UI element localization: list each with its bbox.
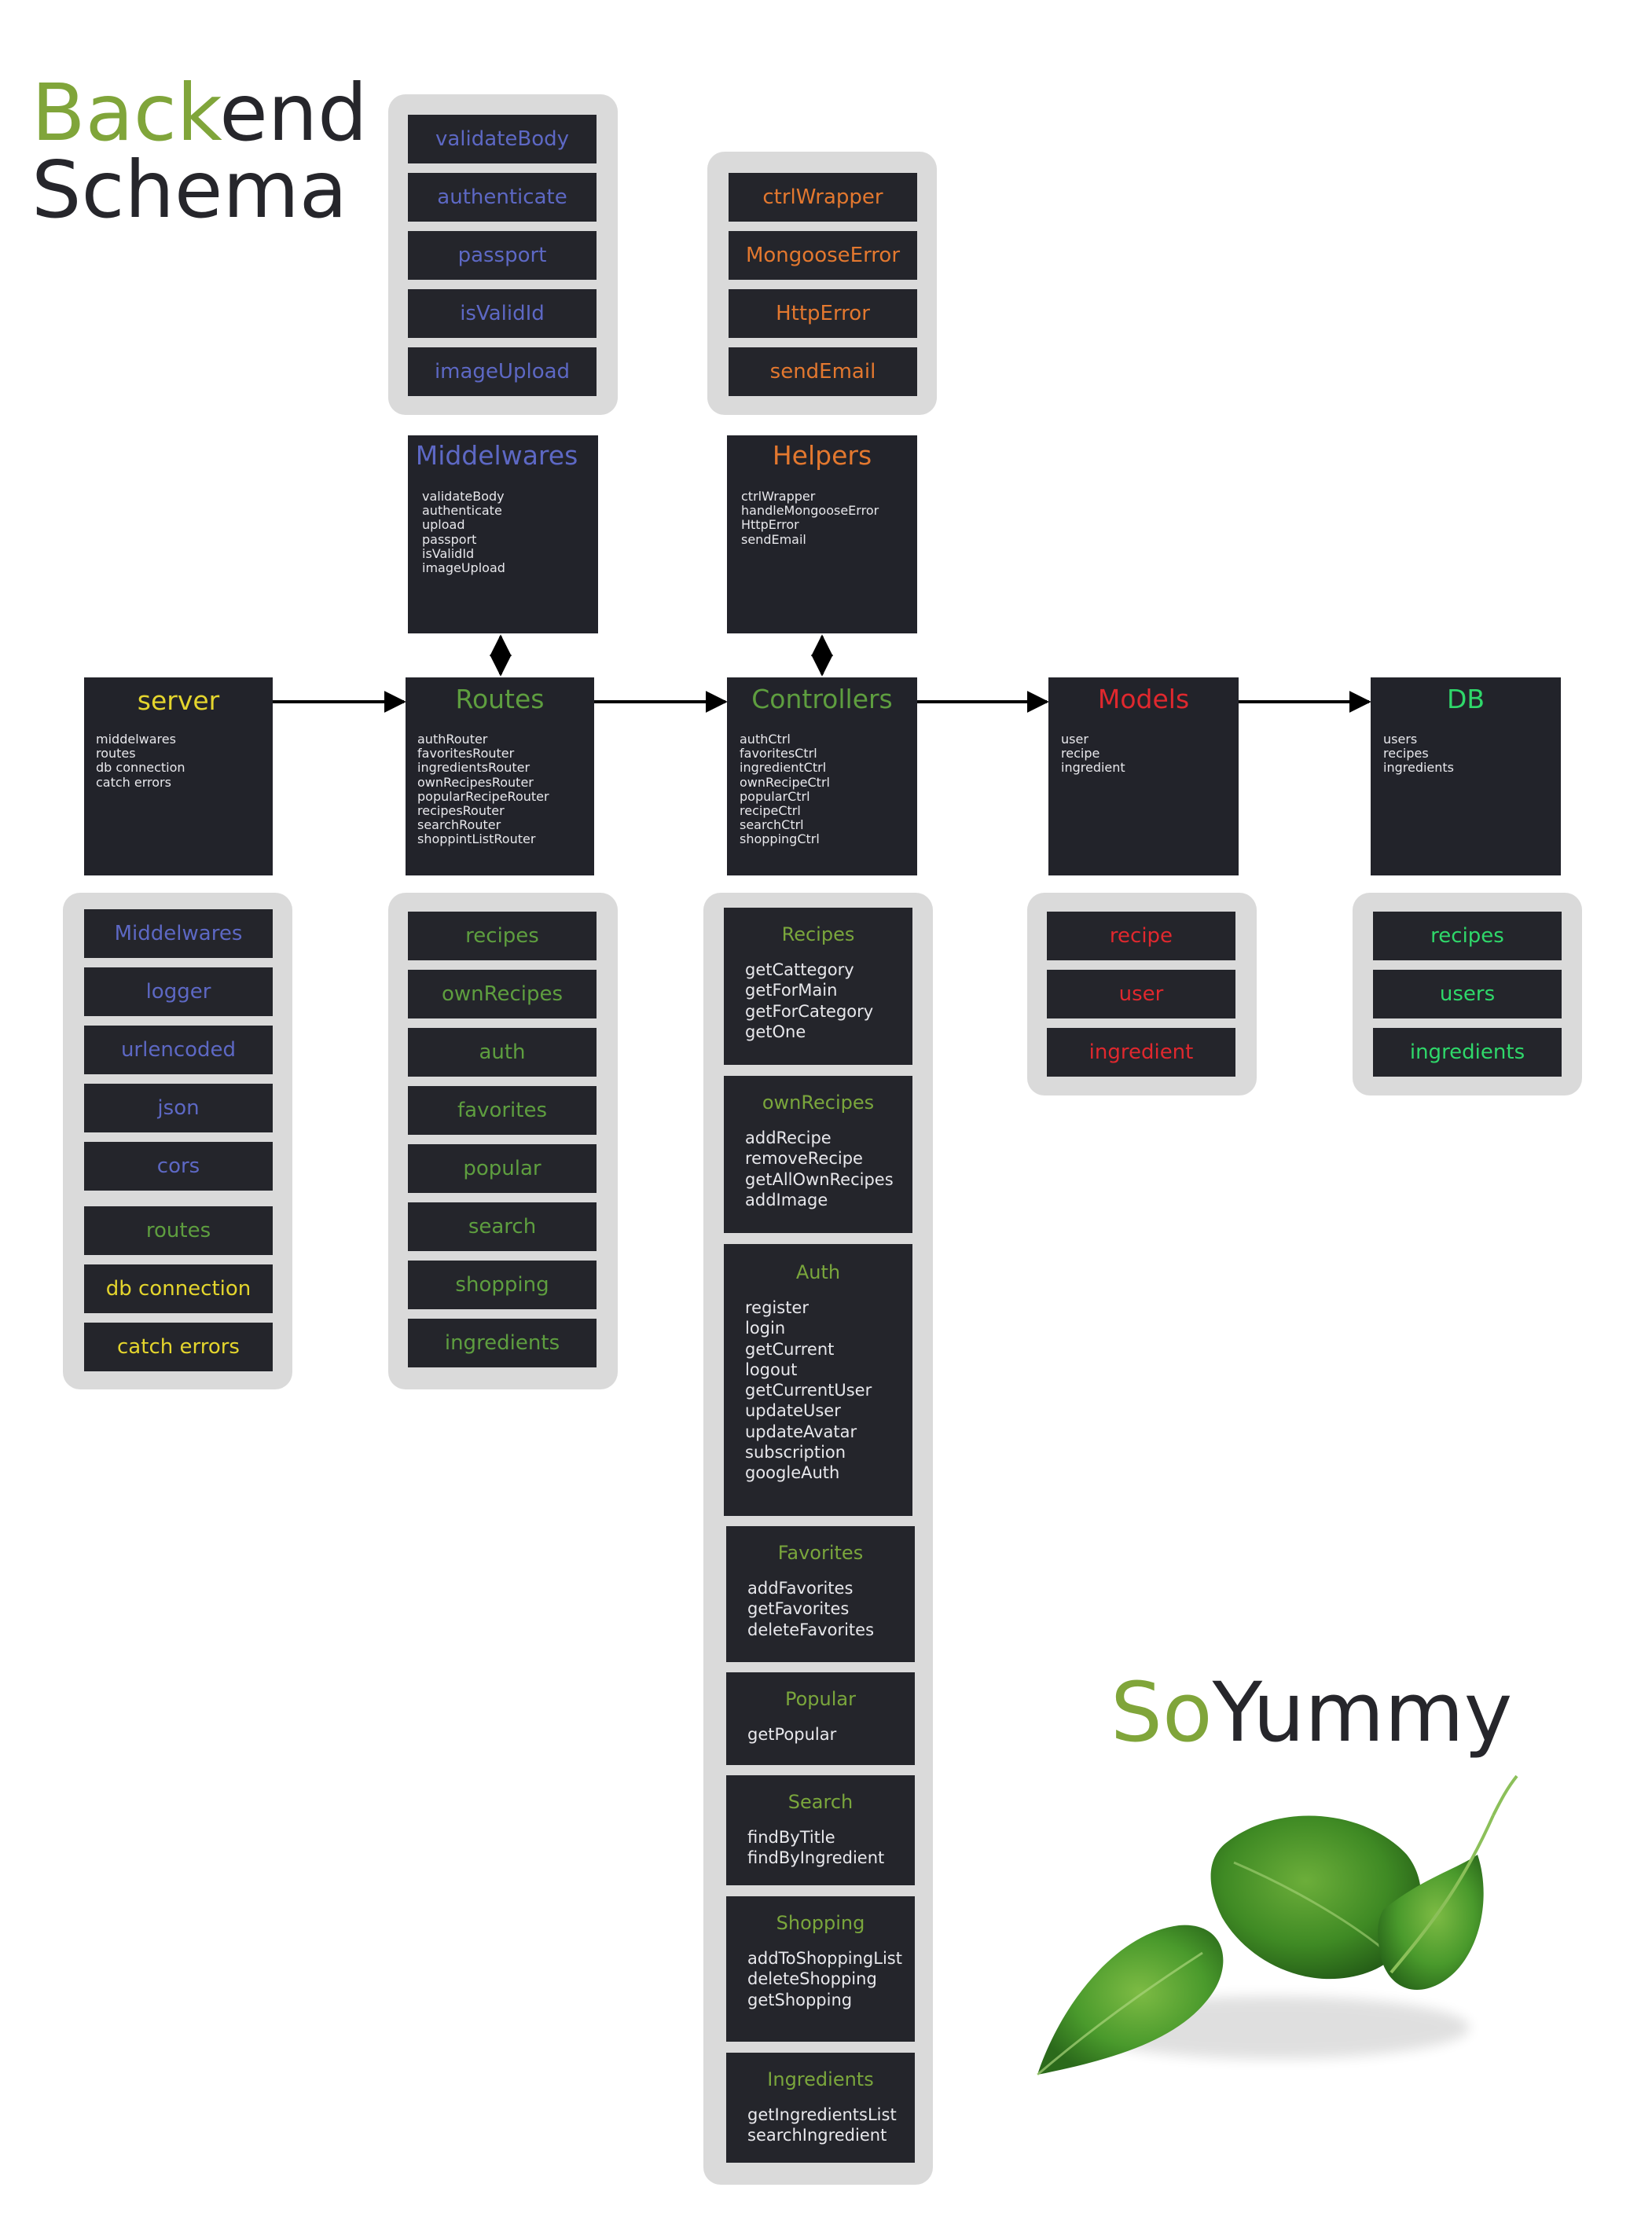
card-title: Shopping [776,1912,865,1934]
brand-rest: Yummy [1212,1664,1513,1760]
title-accent: Back [31,67,220,159]
route-chip: ingredients [408,1319,597,1367]
card-list: getPopular [747,1725,837,1744]
card-list: getCattegory getForMain getForCategory g… [745,960,874,1041]
server-chip: urlencoded [84,1026,273,1074]
route-chip: ownRecipes [408,970,597,1018]
server-chip: Middelwares [84,909,273,958]
models-box-title: Models [1097,684,1190,714]
server-chip: json [84,1084,273,1132]
model-chip: user [1047,970,1235,1018]
middleware-chip: passport [408,231,597,280]
title-line2: Schema [31,144,348,236]
brand-accent: So [1111,1664,1213,1760]
controller-card-ownrecipes: ownRecipes addRecipe removeRecipe getAll… [724,1076,912,1233]
db-chip: recipes [1373,912,1562,960]
controller-card-recipes: Recipes getCattegory getForMain getForCa… [724,908,912,1065]
card-list: addRecipe removeRecipe getAllOwnRecipes … [745,1129,894,1209]
routes-group [388,893,618,1389]
routes-box-list: authRouter favoritesRouter ingredientsRo… [417,732,549,847]
card-title: Search [787,1791,854,1813]
controller-card-ingredients: Ingredients getIngredientsList searchIng… [726,2053,915,2163]
route-chip: auth [408,1028,597,1077]
server-chip: db connection [84,1264,273,1313]
middlewares-box: Middelwares validateBody authenticate up… [408,435,598,633]
middlewares-box-list: validateBody authenticate upload passpor… [422,489,505,576]
card-list: addFavorites getFavorites deleteFavorite… [747,1579,875,1639]
card-title: Recipes [781,923,855,945]
card-title: Ingredients [767,2068,874,2090]
helper-chip: sendEmail [729,347,917,396]
route-chip: shopping [408,1261,597,1309]
controller-card-search: Search findByTitle findByIngredient [726,1775,915,1885]
diagram-title: Backend Schema [31,74,368,236]
db-box-list: users recipes ingredients [1383,732,1455,776]
helper-chip: MongooseError [729,231,917,280]
card-title: Favorites [777,1542,864,1564]
controllers-box-list: authCtrl favoritesCtrl ingredientCtrl ow… [740,732,830,847]
controller-card-shopping: Shopping addToShoppingList deleteShoppin… [726,1896,915,2042]
helpers-box-title: Helpers [772,440,872,471]
title-rest: end [219,67,368,159]
models-box-list: user recipe ingredient [1061,732,1125,776]
controllers-box: Controllers authCtrl favoritesCtrl ingre… [727,677,917,875]
server-box: server middelwares routes db connection … [84,677,273,875]
card-list: addToShoppingList deleteShopping getShop… [747,1949,902,2009]
server-box-list: middelwares routes db connection catch e… [96,732,185,790]
models-box: Models user recipe ingredient [1048,677,1239,875]
card-list: register login getCurrent logout getCurr… [745,1298,872,1483]
spinach-leaves-image [1037,1774,1518,2076]
server-chip: catch errors [84,1323,273,1371]
db-chip: users [1373,970,1562,1018]
route-chip: popular [408,1144,597,1193]
controllers-box-title: Controllers [751,684,893,714]
routes-box-title: Routes [455,684,545,714]
controller-card-popular: Popular getPopular [726,1672,915,1765]
server-chip: cors [84,1142,273,1191]
card-list: findByTitle findByIngredient [747,1828,885,1868]
db-box-title: DB [1446,684,1485,714]
route-chip: search [408,1202,597,1251]
db-box: DB users recipes ingredients [1371,677,1561,875]
card-list: getIngredientsList searchIngredient [747,2105,897,2145]
card-title: Popular [785,1688,856,1710]
brand-logo: SoYummy [1111,1664,1512,1760]
middlewares-box-title: Middelwares [415,440,578,471]
model-chip: recipe [1047,912,1235,960]
controller-card-auth: Auth register login getCurrent logout ge… [724,1244,912,1516]
card-title: Auth [795,1261,841,1283]
middleware-chip: validateBody [408,115,597,163]
helpers-box-list: ctrlWrapper handleMongooseError HttpErro… [741,489,879,547]
helper-chip: HttpError [729,289,917,338]
route-chip: recipes [408,912,597,960]
server-box-title: server [137,685,220,716]
routes-box: Routes authRouter favoritesRouter ingred… [406,677,594,875]
controller-card-favorites: Favorites addFavorites getFavorites dele… [726,1526,915,1662]
middleware-chip: isValidId [408,289,597,338]
helpers-box: Helpers ctrlWrapper handleMongooseError … [727,435,917,633]
middleware-chip: authenticate [408,173,597,222]
helper-chip: ctrlWrapper [729,173,917,222]
server-chip: logger [84,967,273,1016]
middleware-chip: imageUpload [408,347,597,396]
server-chip: routes [84,1206,273,1255]
db-chip: ingredients [1373,1028,1562,1077]
model-chip: ingredient [1047,1028,1235,1077]
card-title: ownRecipes [762,1092,875,1114]
route-chip: favorites [408,1086,597,1135]
